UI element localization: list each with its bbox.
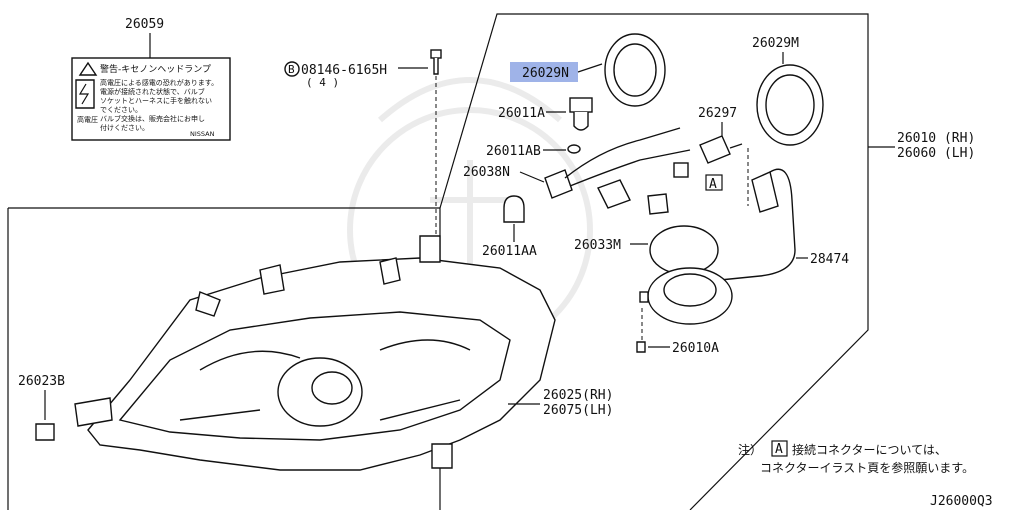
figure-code: J26000Q3: [930, 494, 993, 509]
headlamp-housing: [74, 235, 556, 471]
label-26010-rh: 26010 (RH): [897, 131, 975, 146]
note-box-label: A: [775, 442, 783, 457]
warning-label-part: 26059 警告-キセノンヘッドランプ 高電圧による感電の恐れがあります。 電源…: [71, 17, 231, 141]
part-26011AB[interactable]: 26011AB: [486, 144, 581, 159]
label-26038N: 26038N: [463, 165, 510, 180]
label-26075-lh: 26075(LH): [543, 403, 613, 418]
label-08146-qty: ( 4 ): [306, 76, 339, 89]
warning-line-4: でください。: [100, 106, 142, 114]
label-26060-lh: 26060 (LH): [897, 146, 975, 161]
label-26025-rh: 26025(RH): [543, 388, 613, 403]
warning-title: 警告-キセノンヘッドランプ: [100, 63, 211, 75]
label-26297: 26297: [698, 106, 737, 121]
part-26011A[interactable]: 26011A: [498, 97, 593, 131]
note-line-2: コネクターイラスト頁を参照願います。: [760, 460, 974, 475]
part-26010-26060[interactable]: 26010 (RH) 26060 (LH): [868, 131, 975, 161]
connector-note: 注） A 接続コネクターについては、 コネクターイラスト頁を参照願います。: [738, 440, 974, 475]
warning-side-text: 高電圧: [77, 115, 98, 124]
label-26029N: 26029N: [522, 66, 569, 81]
warning-line-1: 高電圧による感電の恐れがあります。: [100, 78, 218, 87]
warning-line-2: 電源が接続された状態で、バルブ: [100, 87, 205, 96]
part-26023B[interactable]: 26023B: [18, 374, 65, 441]
note-prefix: 注）: [738, 442, 762, 457]
warning-line-5: バルブ交換は、販売会社にお申し: [100, 114, 205, 123]
label-08146-6165H: 08146-6165H: [301, 63, 387, 78]
connector-box-label: A: [709, 177, 717, 192]
label-26011A: 26011A: [498, 106, 545, 121]
part-26029N[interactable]: 26029N: [510, 33, 666, 107]
label-26023B: 26023B: [18, 374, 65, 389]
label-26059: 26059: [125, 17, 164, 32]
part-26038N[interactable]: 26038N A: [463, 127, 723, 215]
label-26029M: 26029M: [752, 36, 799, 51]
note-box-a: [771, 440, 788, 457]
label-26011AB: 26011AB: [486, 144, 541, 159]
part-26010A[interactable]: 26010A: [636, 267, 733, 356]
part-28474[interactable]: 28474: [719, 148, 849, 281]
label-26033M: 26033M: [574, 238, 621, 253]
part-26025-26075[interactable]: 26025(RH) 26075(LH): [508, 388, 613, 418]
note-line-1: 接続コネクターについては、: [792, 442, 947, 457]
part-26029M[interactable]: 26029M: [752, 36, 824, 146]
part-26033M[interactable]: 26033M: [574, 225, 719, 275]
circle-b-mark: B: [288, 63, 295, 76]
warning-line-6: 付けください。: [100, 123, 149, 132]
label-28474: 28474: [810, 252, 849, 267]
connector-box-a: [705, 174, 723, 191]
warning-line-3: ソケットとハーネスに手を触れない: [100, 96, 212, 105]
highlight-26029N: [510, 62, 578, 82]
bolt-part: B 08146-6165H ( 4 ): [284, 49, 442, 240]
label-26010A: 26010A: [672, 341, 719, 356]
warning-brand: NISSAN: [190, 130, 215, 138]
label-26011AA: 26011AA: [482, 244, 537, 259]
part-26011AA[interactable]: 26011AA: [482, 195, 537, 259]
part-26297[interactable]: 26297: [698, 106, 743, 164]
